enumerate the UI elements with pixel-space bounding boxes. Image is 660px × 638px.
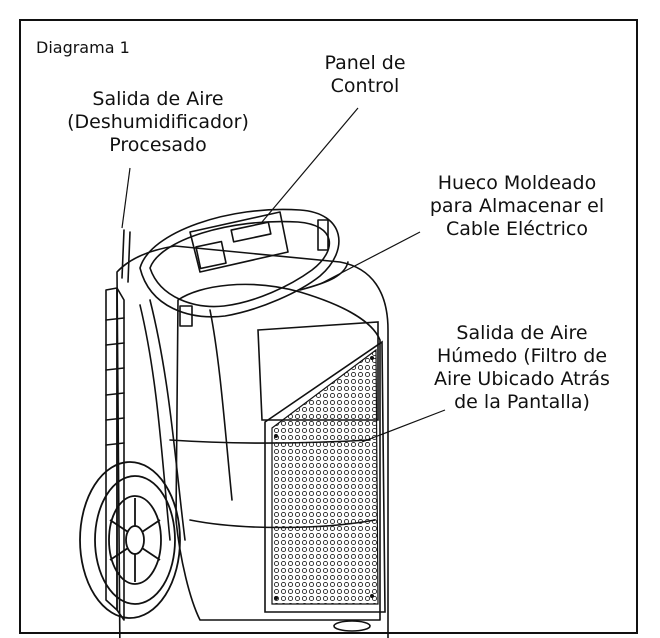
- front-grille: [257, 321, 386, 613]
- diagram-title: Diagrama 1: [36, 38, 130, 57]
- cord-storage-recess-shape: [299, 261, 349, 291]
- label-processed-air-outlet: Salida de Aire (Deshumidificador) Proces…: [67, 88, 249, 156]
- unit-top-handle: [139, 208, 340, 318]
- leader-line-control-panel: [261, 107, 359, 223]
- grille-mesh: [271, 348, 379, 605]
- control-panel-box: [189, 211, 289, 273]
- wheel: [79, 461, 181, 619]
- control-panel-display: [230, 221, 272, 243]
- rear-foot: [333, 620, 371, 632]
- leader-line-humid-air: [361, 409, 446, 443]
- label-control-panel: Panel de Control: [324, 52, 406, 97]
- label-humid-air-outlet: Salida de Aire Húmedo (Filtro de Aire Ub…: [434, 322, 610, 413]
- unit-body-outline: [116, 245, 389, 638]
- leader-line-processed-air: [121, 167, 131, 229]
- label-cord-storage-recess: Hueco Moldeado para Almacenar el Cable E…: [429, 172, 605, 240]
- unit-front-face: [175, 283, 381, 621]
- leader-line-cord-recess: [319, 231, 421, 285]
- dehumidifier-unit: [105, 208, 389, 638]
